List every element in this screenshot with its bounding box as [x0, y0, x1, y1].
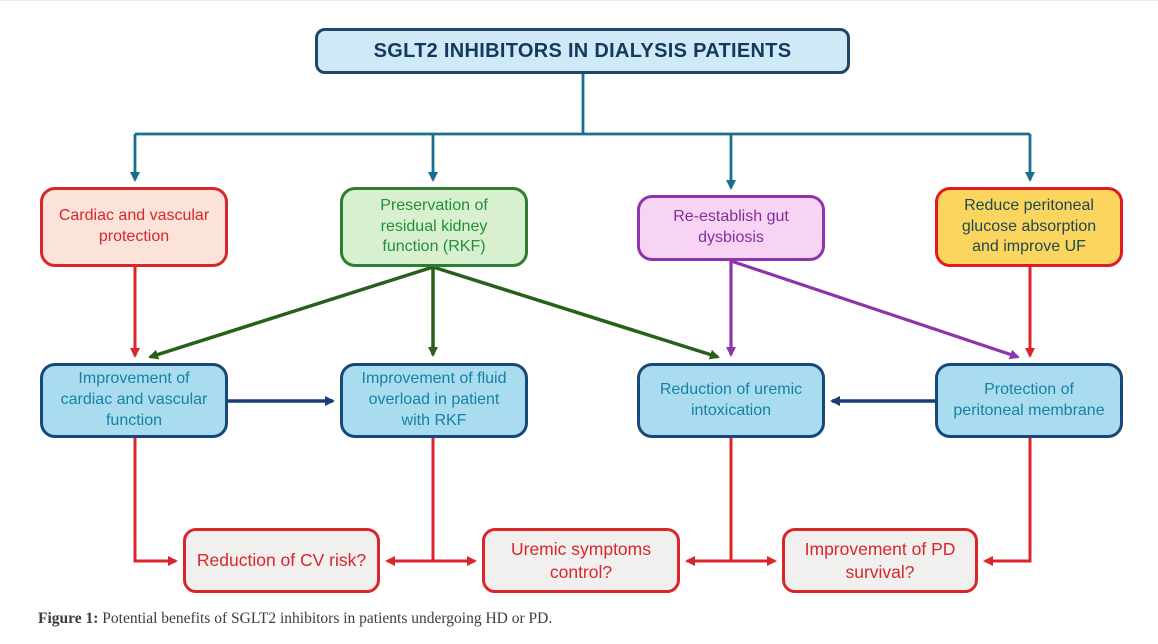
purple-arrows — [726, 259, 1020, 360]
box-uremic-intoxication: Reduction of uremic intoxication — [637, 363, 825, 438]
box-cardiac-vascular-function: Improvement of cardiac and vascular func… — [40, 363, 228, 438]
diagram-title: SGLT2 INHIBITORS IN DIALYSIS PATIENTS — [315, 28, 850, 74]
box-uremic-symptoms: Uremic symptoms control? — [482, 528, 680, 593]
box-peritoneal-membrane: Protection of peritoneal membrane — [935, 363, 1123, 438]
box-cardiac-vascular-protection: Cardiac and vascular protection — [40, 187, 228, 267]
figure-caption-label: Figure 1: — [38, 610, 99, 627]
red-vertical-arrows — [130, 267, 1035, 358]
box-pd-survival: Improvement of PD survival? — [782, 528, 978, 593]
box-preservation-rkf: Preservation of residual kidney function… — [340, 187, 528, 267]
green-fan-arrows — [148, 265, 720, 360]
box-gut-dysbiosis: Re-establish gut dysbiosis — [637, 195, 825, 261]
box-cv-risk: Reduction of CV risk? — [183, 528, 380, 593]
teal-branch-arrows — [130, 74, 1035, 190]
figure-caption: Figure 1: Potential benefits of SGLT2 in… — [38, 610, 552, 628]
figure-caption-text: Potential benefits of SGLT2 inhibitors i… — [98, 610, 553, 627]
box-peritoneal-glucose: Reduce peritoneal glucose absorption and… — [935, 187, 1123, 267]
box-fluid-overload: Improvement of fluid overload in patient… — [340, 363, 528, 438]
